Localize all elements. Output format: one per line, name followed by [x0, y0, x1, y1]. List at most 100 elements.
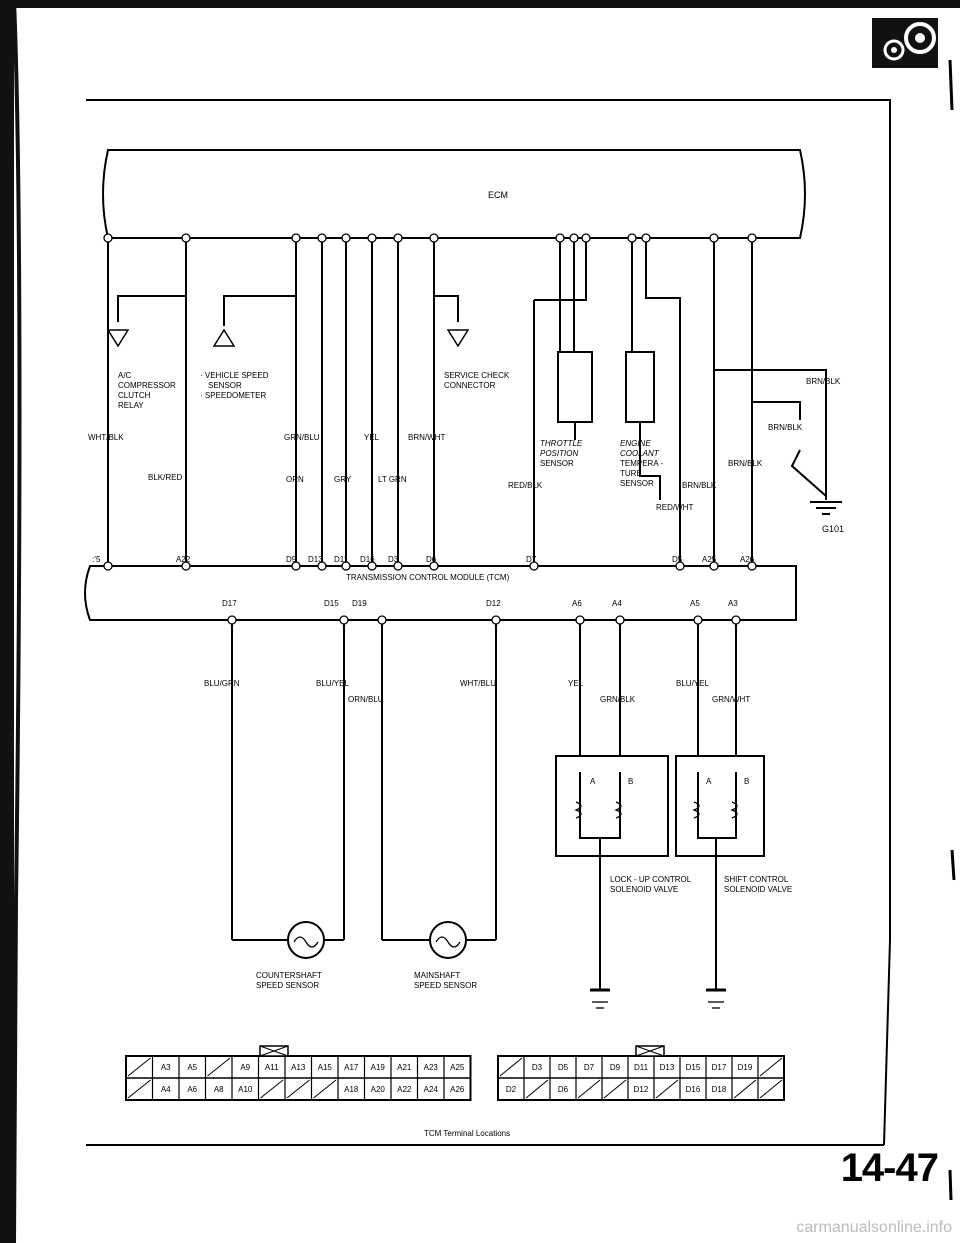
ac-relay-branch	[106, 295, 186, 348]
service-check-branch	[434, 295, 470, 348]
svg-text::’5: :’5	[92, 555, 101, 564]
svg-text:RED/WHT: RED/WHT	[656, 503, 693, 512]
vss-branch	[212, 295, 296, 347]
pin-label: A25	[450, 1063, 465, 1072]
countershaft-speed-sensor	[287, 921, 325, 959]
svg-text:D3: D3	[388, 555, 399, 564]
svg-text:CONNECTOR: CONNECTOR	[444, 381, 496, 390]
svg-text:D12: D12	[486, 599, 501, 608]
pin-label: D3	[532, 1063, 543, 1072]
empty-cavity	[577, 1079, 601, 1099]
svg-text:BLU/YEL: BLU/YEL	[316, 679, 349, 688]
svg-text:WHT/BLU: WHT/BLU	[460, 679, 496, 688]
mainshaft-speed-sensor	[429, 921, 467, 959]
svg-text:BLK/RED: BLK/RED	[148, 473, 182, 482]
solenoid-terminal-labels: A B A B	[590, 777, 749, 786]
tcm-bottom-terminals	[227, 615, 741, 625]
svg-text:ENGINE: ENGINE	[620, 439, 651, 448]
empty-cavity	[127, 1079, 151, 1099]
svg-text:A: A	[706, 777, 712, 786]
empty-cavity	[655, 1079, 679, 1099]
tcm-top-terminals	[103, 561, 757, 571]
coolant-temp-sensor	[625, 242, 681, 566]
pin-label: D7	[584, 1063, 595, 1072]
pin-label: D15	[686, 1063, 701, 1072]
svg-text:COOLANT: COOLANT	[620, 449, 660, 458]
empty-cavity	[260, 1079, 284, 1099]
empty-cavity	[313, 1079, 337, 1099]
svg-text:YEL: YEL	[568, 679, 584, 688]
pin-label: A24	[424, 1085, 439, 1094]
svg-text:A5: A5	[690, 599, 700, 608]
empty-cavity	[733, 1079, 757, 1099]
svg-text:D19: D19	[352, 599, 367, 608]
pin-label: A4	[161, 1085, 171, 1094]
pin-label: A22	[397, 1085, 412, 1094]
pin-label: A13	[291, 1063, 306, 1072]
svg-text:A22: A22	[176, 555, 191, 564]
svg-text:TURE: TURE	[620, 469, 642, 478]
svg-text:GRN/WHT: GRN/WHT	[712, 695, 750, 704]
svg-text:A6: A6	[572, 599, 582, 608]
svg-text:D11: D11	[334, 555, 349, 564]
svg-text:· VEHICLE SPEED: · VEHICLE SPEED	[200, 371, 269, 380]
pin-label: D6	[558, 1085, 569, 1094]
tcm-label: TRANSMISSION CONTROL MODULE (TCM)	[346, 573, 510, 582]
transmission-emblem	[872, 18, 938, 68]
ecm-label: ECM	[488, 190, 508, 200]
service-check-label: SERVICE CHECK CONNECTOR	[444, 371, 510, 390]
pin-label: A26	[450, 1085, 465, 1094]
empty-cavity	[759, 1057, 783, 1077]
svg-text:SOLENOID VALVE: SOLENOID VALVE	[610, 885, 678, 894]
svg-text:BRN/BLK: BRN/BLK	[682, 481, 717, 490]
pin-label: A9	[240, 1063, 250, 1072]
binding-edge	[0, 0, 14, 1243]
svg-text:D9: D9	[286, 555, 297, 564]
svg-text:SPEED SENSOR: SPEED SENSOR	[256, 981, 319, 990]
empty-cavity	[286, 1079, 310, 1099]
svg-text:SENSOR: SENSOR	[540, 459, 574, 468]
empty-cavity	[127, 1057, 151, 1077]
svg-text:SOLENOID VALVE: SOLENOID VALVE	[724, 885, 792, 894]
ground-label: G101	[822, 524, 844, 534]
pin-label: D2	[506, 1085, 517, 1094]
shift-solenoid-valve	[675, 755, 765, 1009]
mainshaft-label: MAINSHAFT SPEED SENSOR	[414, 971, 477, 990]
pin-label: A5	[187, 1063, 197, 1072]
tps-label: THROTTLE POSITION SENSOR	[540, 439, 583, 468]
svg-text:D13: D13	[308, 555, 323, 564]
lockup-solenoid-valve	[555, 755, 669, 1009]
pin-label: A15	[318, 1063, 333, 1072]
tcm-bottom-wires	[231, 620, 737, 941]
svg-text:SERVICE CHECK: SERVICE CHECK	[444, 371, 510, 380]
svg-text:D7: D7	[526, 555, 537, 564]
shift-label: SHIFT CONTROL SOLENOID VALVE	[724, 875, 792, 894]
terminal-locations-caption: TCM Terminal Locations	[424, 1129, 510, 1138]
pin-label: D19	[738, 1063, 753, 1072]
pin-label: D17	[712, 1063, 727, 1072]
lockup-label: LOCK - UP CONTROL SOLENOID VALVE	[610, 875, 692, 894]
svg-text:D6: D6	[426, 555, 437, 564]
svg-text:B: B	[628, 777, 633, 786]
top-band	[14, 0, 960, 8]
pin-label: A3	[161, 1063, 171, 1072]
pin-label: D16	[686, 1085, 701, 1094]
tcm-box: TRANSMISSION CONTROL MODULE (TCM)	[84, 565, 797, 621]
svg-text:GRN/BLU: GRN/BLU	[284, 433, 320, 442]
empty-cavity	[207, 1057, 231, 1077]
svg-text:BRN/BLK: BRN/BLK	[806, 377, 841, 386]
empty-cavity	[759, 1079, 783, 1099]
tcm-top-pin-labels: :’5 A22 D9 D13 D11 D16 D3 D6 D7 D5 A25 A…	[92, 555, 755, 564]
svg-text:BRN/BLK: BRN/BLK	[728, 459, 763, 468]
ecm-tcm-wires	[107, 242, 753, 566]
page-number: 14-47	[840, 1146, 939, 1190]
svg-text:THROTTLE: THROTTLE	[540, 439, 583, 448]
pin-label: D9	[610, 1063, 621, 1072]
empty-cavity	[499, 1057, 523, 1077]
throttle-position-sensor	[534, 242, 593, 440]
svg-text:D17: D17	[222, 599, 237, 608]
svg-text:YEL: YEL	[364, 433, 380, 442]
ground-network: G101	[714, 369, 844, 534]
empty-cavity	[603, 1079, 627, 1099]
